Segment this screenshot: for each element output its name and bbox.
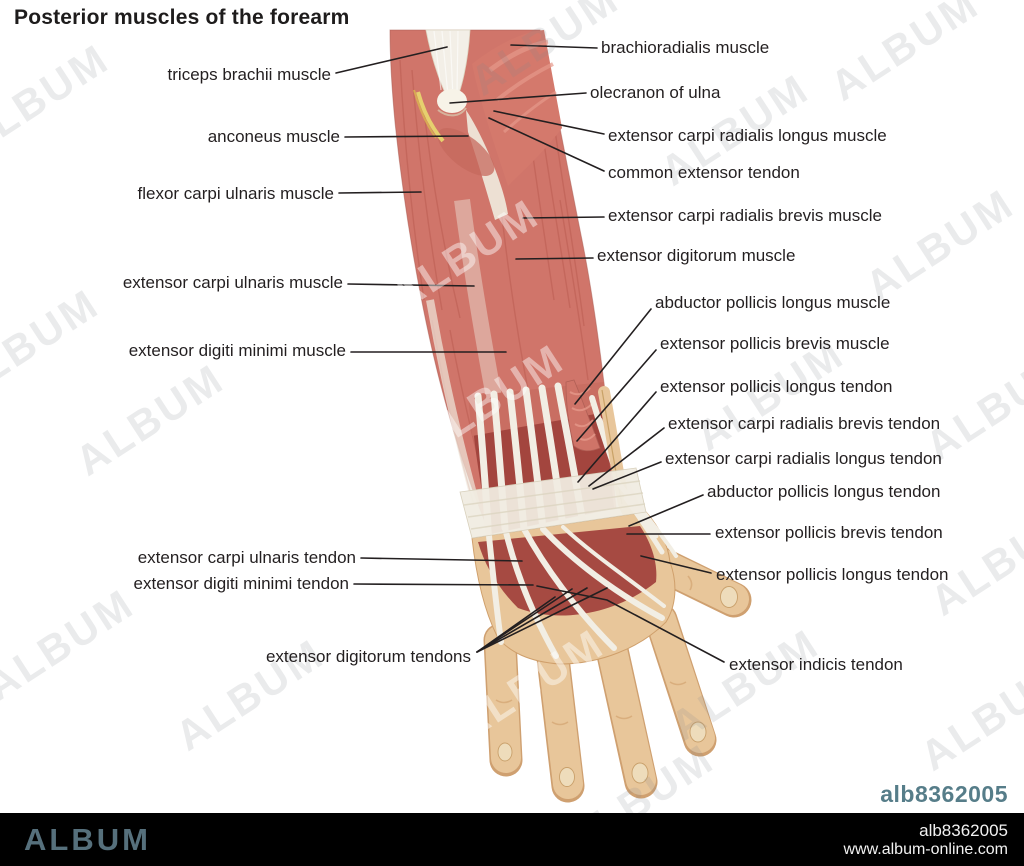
nerve-yellow: [416, 91, 445, 143]
image-id-overlay: alb8362005: [880, 781, 1008, 807]
leader-line: [522, 216, 605, 219]
leader-line: [536, 585, 725, 663]
footer-image-ref: alb8362005: [919, 820, 1008, 840]
leader-line: [344, 135, 469, 138]
leader-line: [510, 44, 598, 49]
ecu-tendon-band: [426, 299, 480, 507]
leader-line: [592, 461, 662, 490]
label-extensor-carpi-radialis-brevis-muscle: extensor carpi radialis brevis muscle: [608, 206, 882, 225]
fingernails: [497, 586, 738, 787]
label-extensor-digitorum-muscle: extensor digitorum muscle: [597, 246, 796, 265]
middle-finger: [597, 635, 656, 795]
leader-line: [488, 117, 605, 172]
label-extensor-carpi-radialis-brevis-tendon: extensor carpi radialis brevis tendon: [668, 414, 941, 433]
label-brachioradialis-muscle: brachioradialis muscle: [601, 38, 770, 57]
pinky-finger: [485, 625, 521, 773]
label-extensor-carpi-ulnaris-muscle: extensor carpi ulnaris muscle: [122, 273, 343, 292]
label-extensor-carpi-radialis-longus-muscle: extensor carpi radialis longus muscle: [608, 126, 887, 145]
label-extensor-indicis-tendon: extensor indicis tendon: [729, 655, 903, 674]
footer-website: www.album-online.com: [843, 840, 1008, 858]
label-extensor-digitorum-tendons: extensor digitorum tendons: [265, 647, 471, 666]
ring-finger: [538, 643, 583, 799]
retinaculum-streaks: [463, 480, 646, 530]
figure-title: Posterior muscles of the forearm: [14, 6, 350, 29]
leader-line: [476, 587, 588, 653]
footer-credits: alb8362005 www.album-online.com: [843, 821, 1008, 859]
abductor-pollicis-longus: [565, 379, 601, 452]
label-abductor-pollicis-longus-tendon: abductor pollicis longus tendon: [707, 482, 941, 501]
leader-line: [588, 427, 665, 487]
label-olecranon-of-ulna: olecranon of ulna: [590, 83, 721, 102]
leader-line: [577, 391, 657, 483]
hand: [459, 467, 752, 803]
label-extensor-pollicis-longus-tendon: extensor pollicis longus tendon: [660, 377, 893, 396]
label-anconeus-muscle: anconeus muscle: [207, 127, 340, 146]
leader-line: [353, 583, 534, 586]
nerve-yellow-2: [413, 89, 437, 139]
olecranon: [437, 89, 467, 113]
apl-braid-streaks: [569, 387, 596, 441]
leader-line: [476, 587, 608, 653]
album-logo: ALBUM: [24, 821, 151, 857]
label-extensor-pollicis-brevis-tendon: extensor pollicis brevis tendon: [715, 523, 943, 542]
anconeus: [437, 127, 495, 177]
leader-line: [574, 308, 652, 405]
finger-creases: [495, 575, 693, 726]
label-abductor-pollicis-longus-muscle: abductor pollicis longus muscle: [655, 293, 891, 312]
arm-muscles: [389, 29, 662, 552]
leader-line: [449, 92, 587, 104]
leader-line: [347, 283, 475, 287]
label-extensor-pollicis-longus-tendon: extensor pollicis longus tendon: [716, 565, 949, 584]
label-extensor-carpi-ulnaris-tendon: extensor carpi ulnaris tendon: [137, 548, 356, 567]
triceps-tendon-streaks: [433, 30, 459, 99]
leader-lines: [335, 44, 725, 663]
leader-line: [576, 349, 657, 442]
leader-line: [360, 557, 523, 562]
label-flexor-carpi-ulnaris-muscle: flexor carpi ulnaris muscle: [137, 184, 334, 203]
fingers: [483, 603, 717, 803]
label-extensor-digiti-minimi-tendon: extensor digiti minimi tendon: [133, 574, 349, 593]
olecranon-shadow: [437, 107, 467, 117]
footer-bar: ALBUM alb8362005 www.album-online.com: [0, 813, 1024, 866]
extensor-retinaculum: [459, 467, 647, 539]
label-extensor-digiti-minimi-muscle: extensor digiti minimi muscle: [128, 341, 346, 360]
leader-line: [335, 46, 448, 74]
leader-line: [628, 494, 704, 527]
index-finger: [646, 605, 715, 753]
label-triceps-brachii-muscle: triceps brachii muscle: [167, 65, 331, 84]
label-extensor-carpi-radialis-longus-tendon: extensor carpi radialis longus tendon: [665, 449, 942, 468]
label-extensor-pollicis-brevis-muscle: extensor pollicis brevis muscle: [660, 334, 890, 353]
leader-line: [515, 257, 594, 260]
label-common-extensor-tendon: common extensor tendon: [608, 163, 800, 182]
leader-line: [493, 110, 605, 135]
leader-line: [476, 588, 573, 653]
leader-line: [338, 191, 422, 194]
leader-line: [640, 555, 712, 574]
